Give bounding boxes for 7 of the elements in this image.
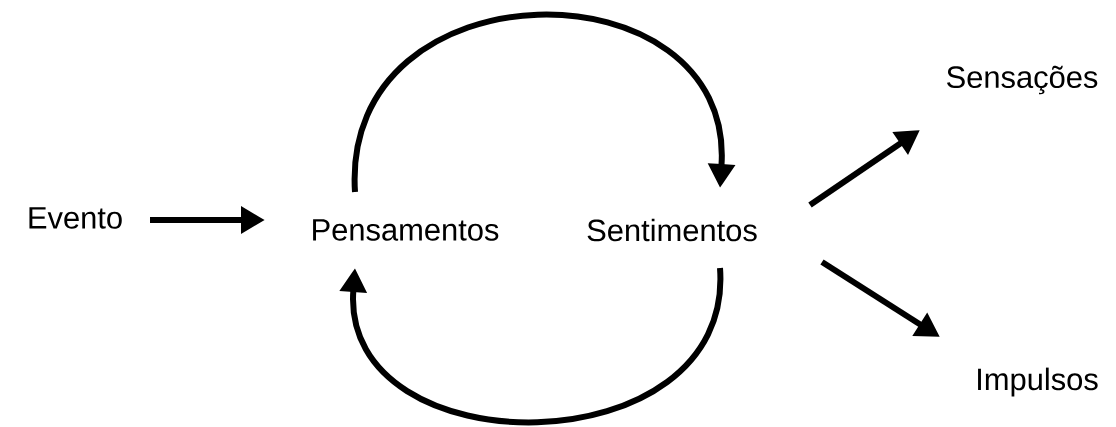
node-label: Pensamentos (313, 219, 499, 241)
node-label: Evento (29, 207, 122, 229)
arrow (352, 11, 736, 193)
arrow (339, 267, 723, 426)
node-label: Impulsos (978, 367, 1098, 397)
node-label: Sensações (947, 65, 1098, 95)
node-label: Sentimentos (587, 218, 757, 242)
